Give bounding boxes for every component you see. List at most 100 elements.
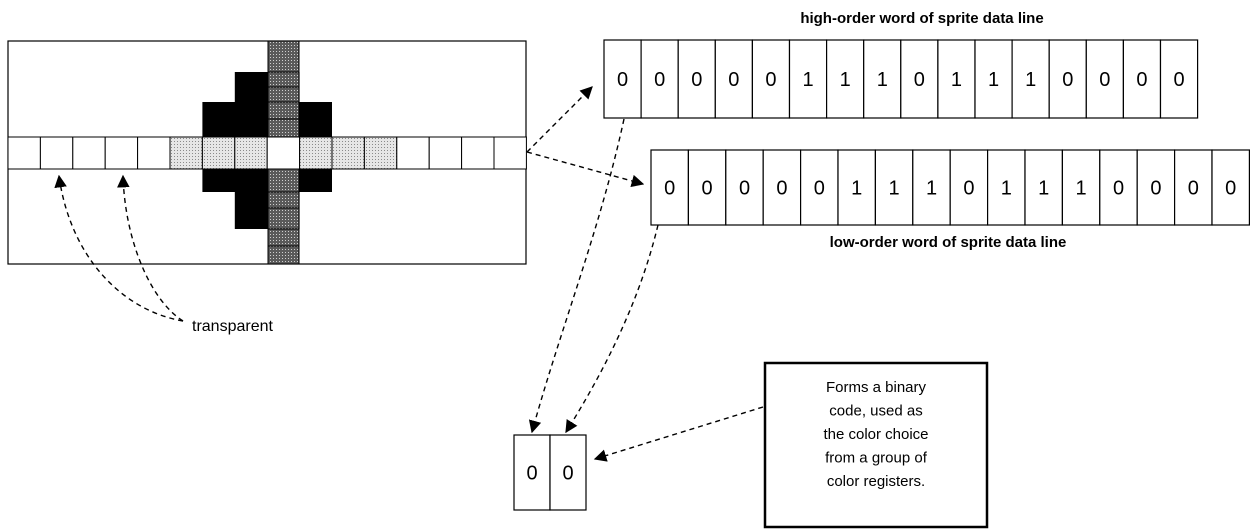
high-word-bit-digit: 1 xyxy=(802,69,813,91)
sprite-row-cell xyxy=(331,136,365,170)
high-word-bit-cell xyxy=(937,39,976,119)
transparent-label: transparent xyxy=(192,318,273,335)
high-word-bit-cell xyxy=(1122,39,1162,119)
sprite-row-cell xyxy=(201,136,236,170)
high-word-bit-cell xyxy=(974,39,1013,119)
combined-bit-digit: 0 xyxy=(562,463,573,485)
note-text: Forms a binary code, used as the color cho… xyxy=(823,379,928,490)
sprite-row-cell xyxy=(363,136,398,170)
low-word-bit-cell xyxy=(837,149,877,226)
high-word-bit-cell xyxy=(640,39,679,119)
low-word-bit-digit: 0 xyxy=(702,178,713,200)
high-word-bit-cell xyxy=(1159,39,1199,119)
high-word-bit-digit: 0 xyxy=(617,69,628,91)
high-word-bit-digit: 0 xyxy=(728,69,739,91)
high-word-bit-digit: 0 xyxy=(1062,69,1073,91)
sprite-row-cell xyxy=(39,136,74,170)
high-word-bit-cell xyxy=(1085,39,1125,119)
arrow-to-low-word xyxy=(526,151,645,188)
note-line: code, used as xyxy=(829,403,922,420)
high-word-bit-digit: 0 xyxy=(1099,69,1110,91)
low-word-bit-digit: 0 xyxy=(1225,178,1236,200)
combined-bit-cell xyxy=(513,434,551,511)
high-word-bit-cell xyxy=(863,39,902,119)
sprite-row-cell xyxy=(72,136,106,170)
sprite-row-cell xyxy=(428,136,463,170)
color-choice-note: Forms a binary code, used as the color cho… xyxy=(763,361,989,529)
low-word-bit-cell xyxy=(874,149,914,226)
low-word-bit-digit: 0 xyxy=(963,178,974,200)
arrow-low-to-combined xyxy=(565,224,659,434)
low-word-bit-cell xyxy=(650,149,690,226)
high-word-bit-digit: 1 xyxy=(1025,69,1036,91)
low-word-bit-digit: 1 xyxy=(1038,178,1049,200)
note-line: color registers. xyxy=(827,473,925,490)
high-word-bit-cell xyxy=(1048,39,1087,119)
arrow-to-high-word xyxy=(526,86,593,153)
high-word-bit-digit: 0 xyxy=(654,69,665,91)
low-word-bit-cell xyxy=(1099,149,1138,226)
arrow-note-to-combined xyxy=(593,406,764,462)
sprite-row-cell xyxy=(396,136,430,170)
high-word-label: high-order word of sprite data line xyxy=(800,10,1043,27)
high-word-bit-cell xyxy=(788,39,828,119)
sprite-row-cell xyxy=(234,136,268,170)
sprite-row-cell xyxy=(7,136,41,170)
low-word-bit-cell xyxy=(949,149,989,226)
note-line: from a group of xyxy=(825,450,928,467)
low-word-bit-digit: 0 xyxy=(664,178,675,200)
low-word-bit-cell xyxy=(986,149,1026,226)
high-word-bit-digit: 1 xyxy=(877,69,888,91)
high-word-bit-digit: 1 xyxy=(951,69,962,91)
sprite-panel xyxy=(7,40,527,265)
high-word-bit-cell xyxy=(751,39,791,119)
high-word-bit-digit: 1 xyxy=(988,69,999,91)
low-word-bit-digit: 0 xyxy=(739,178,750,200)
arrows xyxy=(54,86,764,462)
sprite-row-cell xyxy=(169,136,203,170)
low-word-bit-digit: 0 xyxy=(1188,178,1199,200)
arrow-transparent-1 xyxy=(54,174,184,322)
combined-bit-digit: 0 xyxy=(526,463,537,485)
high-word-bit-cell xyxy=(1011,39,1050,119)
low-word-bit-digit: 1 xyxy=(889,178,900,200)
sprite-black-block xyxy=(202,169,332,192)
note-box xyxy=(763,361,989,529)
low-word-bit-digit: 0 xyxy=(814,178,825,200)
low-word-bit-cell xyxy=(912,149,951,226)
low-word-bit-cell xyxy=(1173,149,1213,226)
low-word-bit-digit: 1 xyxy=(851,178,862,200)
high-word-bit-digit: 0 xyxy=(691,69,702,91)
sprite-row-cell xyxy=(266,136,301,170)
sprite-row-cell xyxy=(137,136,171,170)
note-line: the color choice xyxy=(823,426,928,443)
note-line: Forms a binary xyxy=(826,379,927,396)
low-word-bit-digit: 0 xyxy=(1150,178,1161,200)
high-word-bit-cell xyxy=(900,39,939,119)
sprite-row-cell xyxy=(104,136,139,170)
low-word-bit-digit: 1 xyxy=(1076,178,1087,200)
high-word-bit-digit: 0 xyxy=(914,69,925,91)
arrow-high-to-combined xyxy=(528,118,625,434)
sprite-black-block xyxy=(202,102,332,137)
high-word-bit-cell xyxy=(603,39,642,119)
sprite-row-cell xyxy=(299,136,333,170)
low-word-label: low-order word of sprite data line xyxy=(830,234,1067,251)
high-word-bit-digit: 0 xyxy=(1136,69,1147,91)
low-word-bit-digit: 1 xyxy=(1001,178,1012,200)
sprite-data-row xyxy=(7,136,527,170)
low-word-bit-cell xyxy=(1211,149,1250,226)
low-word-bit-cell xyxy=(762,149,802,226)
low-word-bit-digit: 0 xyxy=(1113,178,1124,200)
sprite-row-cell xyxy=(461,136,495,170)
low-word-bit-digit: 0 xyxy=(776,178,787,200)
high-word-bit-digit: 0 xyxy=(765,69,776,91)
high-word-bit-cell xyxy=(677,39,716,119)
low-word-bit-cell xyxy=(799,149,839,226)
high-word-bit-cell xyxy=(825,39,865,119)
low-word-bit-digit: 1 xyxy=(926,178,937,200)
high-word-bit-cell xyxy=(714,39,753,119)
